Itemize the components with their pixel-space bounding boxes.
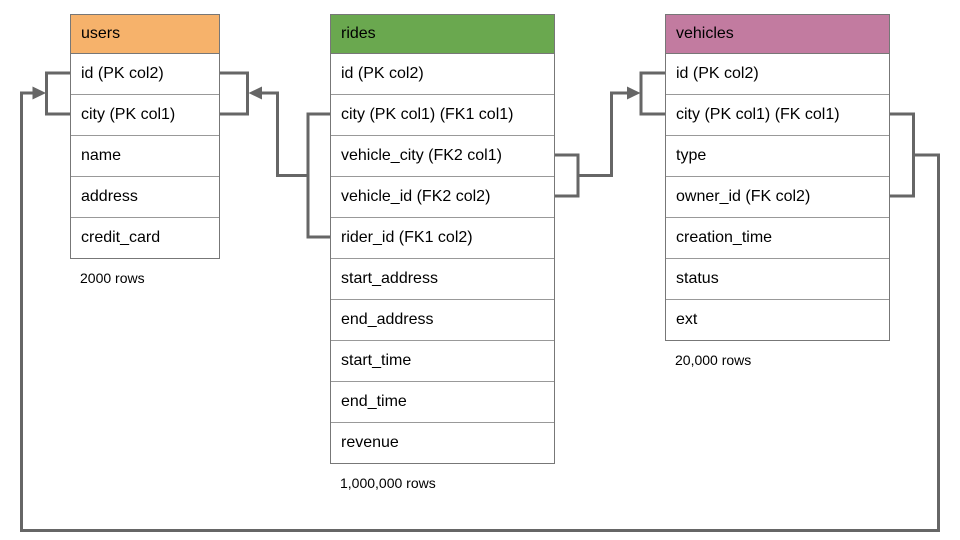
column-row: start_address <box>331 259 554 300</box>
table-rides: rides id (PK col2)city (PK col1) (FK1 co… <box>330 14 555 464</box>
column-row: rider_id (FK1 col2) <box>331 218 554 259</box>
table-users-rowcount: 2000 rows <box>80 270 145 286</box>
arrow-into-users-right-icon <box>248 86 262 100</box>
column-row: creation_time <box>666 218 889 259</box>
column-row: name <box>71 136 219 177</box>
bracket-users-left <box>45 71 70 116</box>
table-vehicles-header: vehicles <box>666 15 889 54</box>
arrowheads <box>32 86 641 100</box>
column-row: id (PK col2) <box>666 54 889 95</box>
column-row: revenue <box>331 423 554 463</box>
column-row: id (PK col2) <box>71 54 219 95</box>
column-row: vehicle_id (FK2 col2) <box>331 177 554 218</box>
column-row: credit_card <box>71 218 219 258</box>
relationship-rides-vehicles <box>555 71 665 198</box>
column-row: vehicle_city (FK2 col1) <box>331 136 554 177</box>
bracket-users-right <box>220 71 249 116</box>
table-vehicles: vehicles id (PK col2)city (PK col1) (FK … <box>665 14 890 341</box>
relationship-rides-users <box>220 71 330 239</box>
column-row: ext <box>666 300 889 340</box>
link-vehicles-users <box>20 91 940 532</box>
column-row: end_address <box>331 300 554 341</box>
column-row: city (PK col1) (FK col1) <box>666 95 889 136</box>
bracket-rides-left <box>306 112 330 239</box>
column-row: city (PK col1) (FK1 col1) <box>331 95 554 136</box>
table-users-header: users <box>71 15 219 54</box>
bracket-rides-right <box>555 153 580 198</box>
column-row: city (PK col1) <box>71 95 219 136</box>
column-row: end_time <box>331 382 554 423</box>
table-rides-columns: id (PK col2)city (PK col1) (FK1 col1)veh… <box>331 54 554 463</box>
column-row: status <box>666 259 889 300</box>
table-rides-rowcount: 1,000,000 rows <box>340 475 436 491</box>
link-rides-users <box>262 91 308 177</box>
column-row: id (PK col2) <box>331 54 554 95</box>
relationship-vehicles-users <box>20 71 940 532</box>
table-vehicles-columns: id (PK col2)city (PK col1) (FK col1)type… <box>666 54 889 340</box>
column-row: address <box>71 177 219 218</box>
table-rides-header: rides <box>331 15 554 54</box>
link-rides-vehicles <box>578 91 628 177</box>
column-row: owner_id (FK col2) <box>666 177 889 218</box>
column-row: type <box>666 136 889 177</box>
bracket-vehicles-right <box>890 112 915 198</box>
table-vehicles-rowcount: 20,000 rows <box>675 352 752 368</box>
column-row: start_time <box>331 341 554 382</box>
arrow-into-users-left-icon <box>32 86 46 100</box>
arrow-into-vehicles-left-icon <box>627 86 641 100</box>
bracket-vehicles-left <box>639 71 665 116</box>
